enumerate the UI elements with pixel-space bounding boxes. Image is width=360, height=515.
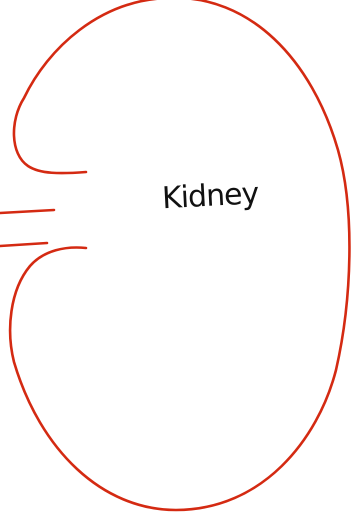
renal-vessel-upper: [0, 210, 54, 213]
kidney-outline: [10, 0, 349, 510]
renal-vessel-lower: [0, 243, 47, 246]
kidney-label: Kidney: [161, 176, 259, 216]
